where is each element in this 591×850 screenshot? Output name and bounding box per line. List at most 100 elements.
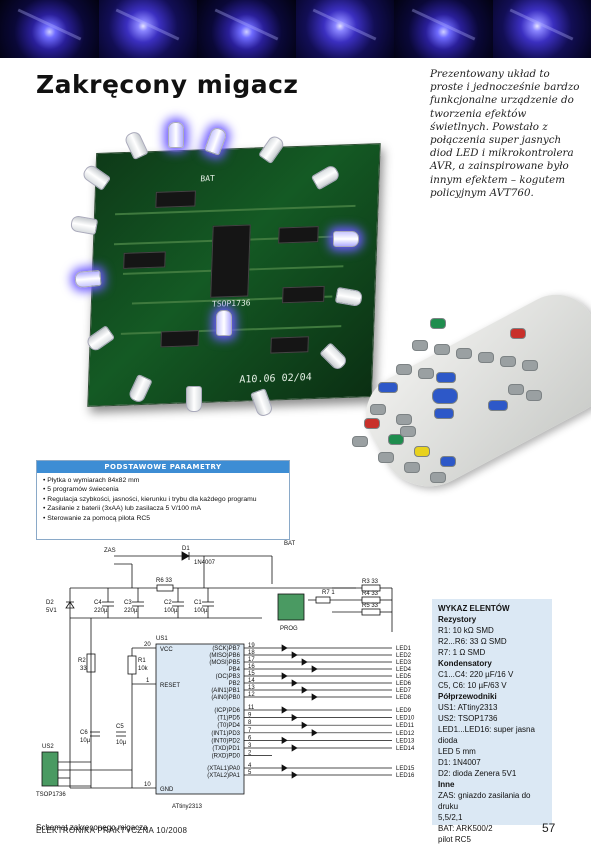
intro-paragraph: Prezentowany układ to proste i jednocześ…	[430, 68, 580, 199]
schem-led-label: LED7	[396, 688, 412, 694]
schem-pin-name: (AIN1)PB1	[211, 688, 240, 694]
schem-pin-number: 3	[248, 743, 252, 749]
schem-us1: US1	[156, 636, 168, 642]
schem-c3-value: 220µ	[124, 608, 138, 614]
schem-pin: 20	[144, 642, 151, 648]
rc5-remote-photo	[312, 280, 591, 546]
schem-led-label: LED9	[396, 708, 412, 714]
schem-led-label: LED15	[396, 766, 415, 772]
schem-pin-number: 12	[248, 692, 255, 698]
schem-pin: 1	[146, 678, 150, 684]
schem-pin-number: 8	[248, 720, 252, 726]
pcb-marking: A10.06 02/04	[239, 372, 312, 386]
parts-entry: US1: ATtiny2313	[438, 703, 498, 712]
schem-led-label: LED4	[396, 667, 412, 673]
parameters-heading: PODSTAWOWE PARAMETRY	[37, 461, 289, 473]
page-number: 57	[542, 821, 556, 835]
schem-d2: D2	[46, 600, 54, 606]
parts-entry: LED 5 mm	[438, 747, 476, 756]
schem-d2-value: 5V1	[46, 608, 57, 614]
schem-d1: D1	[182, 546, 190, 552]
parts-category: Rezystory	[438, 615, 477, 624]
schem-c1-value: 100µ	[194, 608, 208, 614]
schem-pin: 10	[144, 782, 151, 788]
schem-pin-number: 17	[248, 657, 255, 663]
banner-led-image	[0, 0, 99, 58]
parts-entry: ZAS: gniazdo zasilania do druku	[438, 791, 531, 811]
schem-c3: C3	[124, 600, 132, 606]
schem-pin-name: (T1)PD5	[217, 716, 240, 722]
schem-pin-name: (OC)PB3	[216, 674, 241, 680]
parameters-list: Płytka o wymiarach 84x82 mm 5 programów …	[43, 476, 289, 523]
schem-c6: C6	[80, 730, 88, 736]
schem-led-label: LED6	[396, 681, 412, 687]
header-banner	[0, 0, 591, 58]
schem-led-label: LED2	[396, 653, 412, 659]
schem-pin-name: (INT1)PD3	[211, 731, 240, 737]
parameter-item: Płytka o wymiarach 84x82 mm	[43, 476, 289, 485]
schem-d1-value: 1N4007	[194, 560, 216, 566]
schem-c1: C1	[194, 600, 202, 606]
schem-pin-name: (MISO)PB6	[209, 653, 240, 659]
microcontroller-chip	[210, 224, 251, 298]
parts-entry: C5, C6: 10 µF/63 V	[438, 681, 507, 690]
parts-heading: WYKAZ ELENTÓW	[438, 604, 510, 613]
banner-led-image	[98, 0, 197, 58]
schem-pin-name: (XTAL1)PA0	[207, 766, 240, 772]
schem-pin-name: (AIN0)PB0	[211, 695, 240, 701]
schem-pin-number: 14	[248, 678, 255, 684]
parts-entry: US2: TSOP1736	[438, 714, 498, 723]
parameters-box: PODSTAWOWE PARAMETRY Płytka o wymiarach …	[36, 460, 290, 540]
parts-entry: R2...R6: 33 Ω SMD	[438, 637, 507, 646]
schem-r1-value: 10k	[138, 666, 149, 672]
parameter-item: Zasilanie z baterii (3xAA) lub zasilacza…	[43, 504, 289, 513]
schem-vcc: VCC	[160, 647, 173, 653]
schem-pin-name: (SCK)PB7	[212, 646, 240, 652]
schem-pin-number: 16	[248, 664, 255, 670]
parts-entry: 5,5/2,1	[438, 813, 463, 822]
schem-pin-number: 11	[248, 705, 255, 711]
parameter-item: Regulacja szybkości, jasności, kierunku …	[43, 495, 289, 504]
schem-pin-name: PB4	[229, 667, 241, 673]
schem-led-label: LED1	[396, 646, 412, 652]
parts-category: Półprzewodniki	[438, 692, 497, 701]
schem-led-label: LED10	[396, 716, 415, 722]
schem-c6-value: 10µ	[80, 738, 91, 744]
schem-pin-number: 4	[248, 763, 252, 769]
schem-r4: R4 33	[362, 591, 379, 597]
parts-entry: C1...C4: 220 µF/16 V	[438, 670, 514, 679]
schem-pin-number: 9	[248, 713, 252, 719]
banner-led-image	[394, 0, 493, 58]
parts-entry: BAT: ARK500/2	[438, 824, 493, 833]
schem-pin-name: (RXD)PD0	[212, 754, 241, 760]
banner-led-image	[295, 0, 394, 58]
parts-entry: pilot RC5	[438, 835, 471, 844]
bat-label: BAT	[200, 173, 215, 184]
schem-gnd: GND	[160, 787, 174, 793]
schem-us2: US2	[42, 744, 54, 750]
schem-led-label: LED13	[396, 738, 415, 744]
schem-r2-value: 33	[80, 666, 87, 672]
tsop-label: TSOP1736	[211, 298, 251, 309]
schem-pin-number: 15	[248, 671, 255, 677]
schem-r2: R2	[78, 658, 86, 664]
schem-c2-value: 100µ	[164, 608, 178, 614]
schem-pin-number: 19	[248, 643, 255, 649]
schem-pin-name: (MOSI)PB5	[209, 660, 240, 666]
schem-pin-number: 13	[248, 685, 255, 691]
banner-led-image	[492, 0, 591, 58]
schem-pin-number: 5	[248, 770, 252, 776]
circuit-schematic: ZAS D1 1N4007 BAT R6 33 R3 33 R4 33 R5 3…	[36, 541, 415, 810]
schem-tsop: TSOP1736	[36, 792, 66, 798]
schem-led-label: LED5	[396, 674, 412, 680]
parameter-item: Sterowanie za pomocą pilota RC5	[43, 514, 289, 523]
schem-pin-name: PB2	[229, 681, 241, 687]
schem-pin-name: (INT0)PD2	[211, 738, 240, 744]
schem-led-label: LED3	[396, 660, 412, 666]
schem-pin-name: (ICP)PD6	[214, 708, 240, 714]
schem-pin-number: 7	[248, 728, 252, 734]
parts-entry: LED1...LED16: super jasna dioda	[438, 725, 535, 745]
schematic-caption: Schemat zakręconego migacza	[36, 823, 148, 832]
schem-pin-number: 6	[248, 735, 252, 741]
